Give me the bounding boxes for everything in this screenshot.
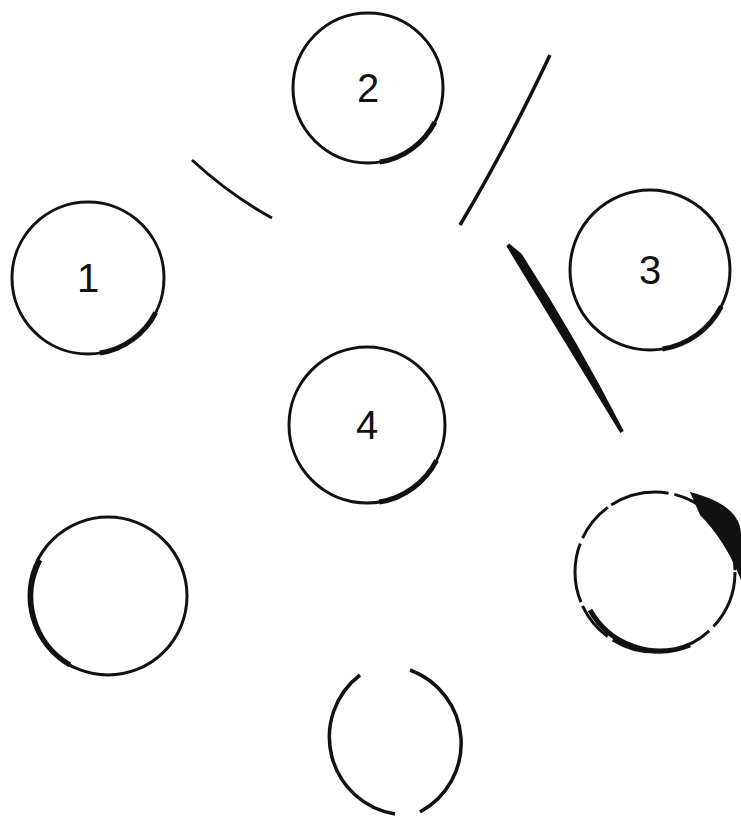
partial-circle [410, 670, 461, 812]
circle-shadow [590, 610, 690, 651]
dark-streak [508, 245, 622, 432]
plain-circle [29, 517, 187, 675]
numbered-circle: 2 [291, 11, 445, 165]
numbered-circle: 4 [287, 345, 447, 505]
partial-circle [329, 675, 395, 814]
circle-number: 2 [357, 68, 379, 108]
circle-number: 1 [77, 258, 99, 298]
scratch-mark [460, 55, 550, 225]
dark-blot [690, 492, 741, 580]
numbered-circle: 1 [10, 200, 166, 356]
numbered-circle: 3 [568, 188, 732, 352]
scratch-mark [192, 160, 272, 218]
circle-shadow [31, 560, 70, 665]
circle-number: 3 [639, 250, 661, 290]
circle-number: 4 [356, 405, 378, 445]
